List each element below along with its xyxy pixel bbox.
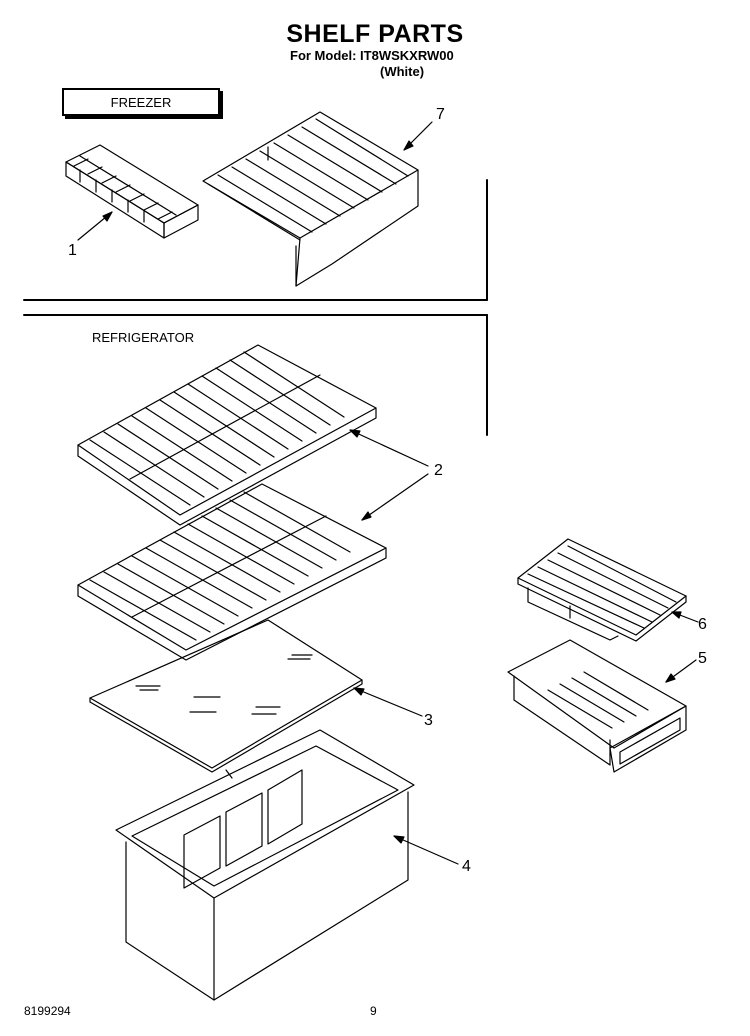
ice-tray-drawing bbox=[65, 144, 199, 239]
callout-1: 1 bbox=[68, 242, 77, 259]
wire-shelf-upper-drawing bbox=[77, 344, 377, 526]
callout-6: 6 bbox=[698, 616, 707, 633]
callout-7: 7 bbox=[436, 106, 445, 123]
color-line: (White) bbox=[380, 64, 425, 79]
freezer-label-box: FREEZER bbox=[62, 88, 220, 116]
refrigerator-label: REFRIGERATOR bbox=[92, 330, 195, 345]
section-dividers bbox=[23, 179, 488, 436]
page-number: 9 bbox=[370, 1004, 377, 1018]
wire-shelf-lower-drawing bbox=[77, 483, 387, 661]
freezer-shelf-drawing bbox=[202, 111, 419, 287]
callout-4: 4 bbox=[462, 858, 471, 875]
freezer-label: FREEZER bbox=[110, 94, 172, 110]
meat-pan-drawing bbox=[507, 639, 687, 773]
page-title: SHELF PARTS bbox=[286, 20, 464, 48]
doc-number: 8199294 bbox=[24, 1004, 71, 1018]
model-line: For Model: IT8WSKXRW00 bbox=[290, 48, 454, 63]
callout-2: 2 bbox=[434, 462, 443, 479]
leader-lines bbox=[77, 121, 699, 865]
glass-shelf-drawing bbox=[89, 619, 363, 773]
callout-3: 3 bbox=[424, 712, 433, 729]
small-shelf-drawing bbox=[517, 538, 687, 642]
callout-5: 5 bbox=[698, 650, 707, 667]
crisper-pan-drawing bbox=[115, 729, 415, 1001]
